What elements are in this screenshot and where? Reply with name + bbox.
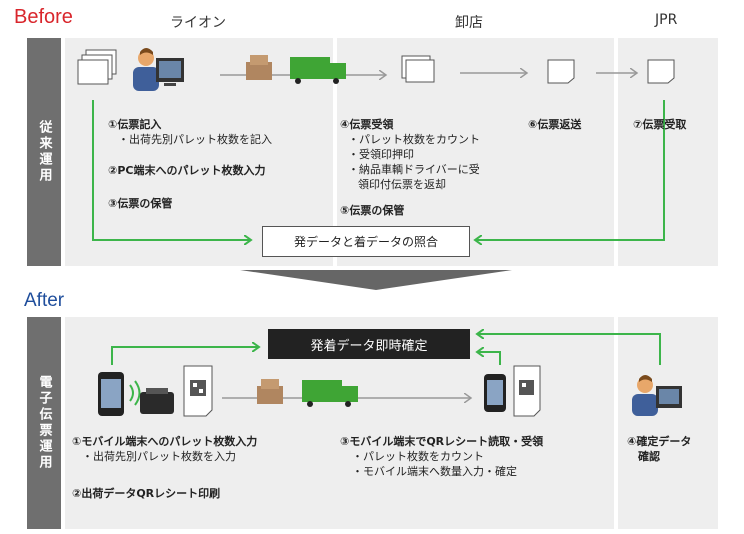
column-header-wholesaler: 卸店 (455, 15, 483, 31)
person-at-computer-icon (632, 375, 682, 416)
before-step-3: ③伝票の保管 (108, 197, 173, 210)
column-header-lion: ライオン (170, 15, 226, 31)
column-header-jpr: JPR (655, 12, 678, 28)
after-step-4: ④確定データ (627, 435, 692, 448)
before-step-4-sub-3: ・納品車輌ドライバーに受 (348, 163, 480, 176)
document-icon (647, 59, 675, 84)
truck-icon (302, 380, 358, 407)
receipt-printer-icon (140, 388, 174, 414)
after-panel-jpr (618, 317, 718, 529)
truck-icon (290, 57, 346, 84)
before-step-2: ②PC端末へのパレット枚数入力 (108, 164, 266, 177)
after-step-3-sub-1: ・パレット枚数をカウント (352, 450, 484, 463)
before-step-7: ⑦伝票受取 (633, 118, 687, 131)
after-step-3: ③モバイル端末でQRレシート読取・受領 (340, 435, 544, 448)
after-step-1: ①モバイル端末へのパレット枚数入力 (72, 435, 258, 448)
document-stack-icon (401, 55, 435, 83)
after-title: After (24, 290, 65, 311)
before-step-4-sub-4: 領印付伝票を返却 (358, 178, 446, 191)
before-step-6: ⑥伝票返送 (528, 118, 582, 131)
pallet-boxes-icon (257, 379, 283, 404)
before-step-4: ④伝票受領 (340, 118, 394, 131)
before-step-5: ⑤伝票の保管 (340, 204, 405, 217)
instant-confirm-box: 発着データ即時確定 (268, 329, 470, 359)
before-title: Before (14, 6, 73, 28)
before-step-1: ①伝票記入 (108, 118, 162, 131)
qr-receipt-icon (183, 365, 213, 417)
before-step-1-sub: ・出荷先別パレット枚数を記入 (118, 133, 272, 146)
document-stack-icon (77, 49, 117, 85)
qr-receipt-icon (513, 365, 541, 417)
before-step-4-sub-1: ・パレット枚数をカウント (348, 133, 480, 146)
after-side-label: 電子伝票運用 (27, 317, 61, 529)
after-step-1-sub: ・出荷先別パレット枚数を入力 (82, 450, 236, 463)
before-step-4-sub-2: ・受領印押印 (348, 148, 414, 161)
mobile-phone-icon (484, 374, 506, 412)
mobile-phone-icon (98, 372, 124, 416)
matching-box: 発データと着データの照合 (262, 226, 470, 257)
pallet-boxes-icon (246, 55, 272, 80)
after-step-4-b: 確認 (638, 450, 660, 463)
before-side-label: 従来運用 (27, 38, 61, 266)
document-icon (547, 59, 575, 84)
person-at-computer-icon (133, 48, 184, 91)
after-step-3-sub-2: ・モバイル端末へ数量入力・確定 (352, 465, 517, 478)
after-step-2: ②出荷データQRレシート印刷 (72, 487, 221, 500)
